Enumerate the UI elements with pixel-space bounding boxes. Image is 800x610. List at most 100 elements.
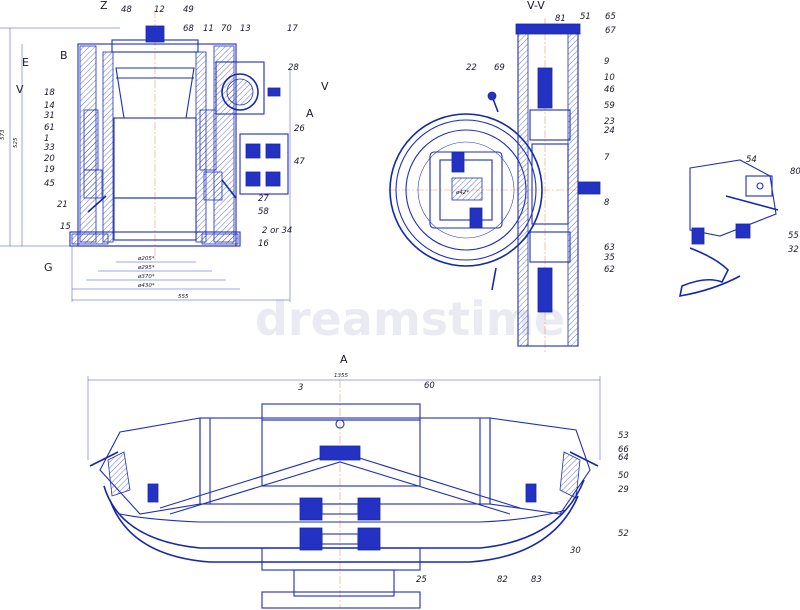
watermark-text: dreamstime <box>255 292 565 346</box>
plan-clamp-right <box>525 483 537 503</box>
part-label-main-12: 61 <box>44 123 55 133</box>
part-label-main-19: 15 <box>60 222 71 232</box>
vv-hub-clamp-2 <box>469 207 483 229</box>
plan-coupling-bar-1 <box>321 503 359 515</box>
vv-title: V-V <box>527 0 545 12</box>
plan-base-lower <box>293 569 395 597</box>
part-label-main-23: 58 <box>258 207 269 217</box>
part-label-main-25: 16 <box>258 239 269 249</box>
angled-bolt <box>87 195 107 213</box>
bearing-right <box>199 109 217 171</box>
vv-mid-block <box>531 143 569 225</box>
vv-lower-gear <box>537 267 553 313</box>
part-label-main-1: 12 <box>154 5 165 15</box>
side-nut-4 <box>265 171 281 187</box>
part-label-main-15: 20 <box>44 154 55 164</box>
part-label-detail-3: 32 <box>788 245 799 255</box>
base-flange-right <box>201 233 239 245</box>
part-label-detail-1: 80 <box>790 167 800 177</box>
part-label-section-6: 9 <box>604 57 609 67</box>
plan-rail-3 <box>119 509 567 523</box>
part-label-section-9: 59 <box>604 101 615 111</box>
vv-top-cap <box>515 23 581 35</box>
plan-wing-left-hatch <box>107 451 131 497</box>
dim-d430-text: ø430* <box>137 283 155 289</box>
detail-nut-2 <box>691 227 705 245</box>
letter-v-left: V <box>16 83 24 96</box>
part-label-section-12: 7 <box>604 153 610 163</box>
worm-gear-outer <box>221 73 259 111</box>
part-label-section-2: 65 <box>605 12 616 22</box>
side-nut-2 <box>265 143 281 159</box>
lower-bearing-right <box>203 171 223 201</box>
part-label-main-5: 70 <box>221 24 232 34</box>
part-label-plan-7: 52 <box>618 529 629 539</box>
plan-top-marker <box>335 419 345 429</box>
sleeve-left <box>102 51 114 243</box>
part-label-main-14: 33 <box>44 143 55 153</box>
plan-wing-left <box>99 417 201 515</box>
lower-bearing-left <box>83 169 103 199</box>
part-label-section-0: 81 <box>555 14 566 24</box>
part-label-plan-4: 64 <box>618 453 629 463</box>
vv-bolt-circle <box>417 141 515 239</box>
part-label-main-17: 45 <box>44 179 55 189</box>
plan-coupling-1 <box>299 497 323 521</box>
vv-wheel-ring <box>395 119 537 261</box>
dim-h525-text: 525 <box>13 137 19 148</box>
bearing-left <box>83 109 99 171</box>
part-label-plan-1: 60 <box>424 381 435 391</box>
vv-square-hub <box>429 151 503 229</box>
plan-rail-2 <box>109 495 579 563</box>
letter-g: G <box>44 261 53 274</box>
plan-clamp-left <box>147 483 159 503</box>
vv-side-nut <box>577 181 601 195</box>
base-flange <box>69 231 241 247</box>
vv-lower-bearing <box>529 231 571 263</box>
dim-w555-text: 555 <box>178 294 189 300</box>
part-label-main-6: 13 <box>240 24 251 34</box>
part-label-plan-11: 83 <box>531 575 542 585</box>
part-label-detail-0: 54 <box>746 155 757 165</box>
plan-turnbuckle <box>319 445 361 461</box>
part-label-main-3: 68 <box>183 24 194 34</box>
dim-d42-text: ø42* <box>455 190 469 196</box>
vv-lever-bottom <box>491 267 497 291</box>
detail-view <box>678 159 779 297</box>
dim-d295-text: ø295* <box>137 265 155 271</box>
part-label-main-21: 47 <box>294 157 305 167</box>
vv-wheel-outer <box>389 113 543 267</box>
part-label-section-1: 51 <box>580 12 591 22</box>
vv-hub-core <box>451 177 483 201</box>
part-label-section-15: 35 <box>604 253 615 263</box>
part-label-plan-10: 82 <box>497 575 508 585</box>
plan-coupling-3 <box>299 527 323 551</box>
detail-nut-1 <box>735 223 751 239</box>
part-label-plan-2: 53 <box>618 431 629 441</box>
bore-lower <box>113 197 197 241</box>
plan-coupling-2 <box>357 497 381 521</box>
detail-bracket-hole <box>756 182 764 190</box>
worm-shaft-end <box>267 87 281 97</box>
part-label-main-10: 14 <box>44 101 55 111</box>
part-label-plan-3: 66 <box>618 445 629 455</box>
part-label-main-0: 48 <box>121 5 132 15</box>
part-label-section-8: 46 <box>604 85 615 95</box>
detail-bolt <box>725 195 779 211</box>
dim-d205-text: ø205* <box>137 256 155 262</box>
part-label-section-16: 62 <box>604 265 615 275</box>
base-flange-left <box>71 233 109 245</box>
right-wall <box>213 45 235 243</box>
part-label-main-16: 19 <box>44 165 55 175</box>
part-label-section-5: 69 <box>494 63 505 73</box>
part-label-plan-0: 3 <box>298 383 303 393</box>
side-nut-3 <box>245 171 261 187</box>
part-label-plan-9: 25 <box>416 575 427 585</box>
angled-bolt-right <box>221 179 237 199</box>
vv-column-wall-r <box>567 29 579 347</box>
part-label-main-9: 18 <box>44 88 55 98</box>
part-label-section-13: 8 <box>604 198 610 208</box>
